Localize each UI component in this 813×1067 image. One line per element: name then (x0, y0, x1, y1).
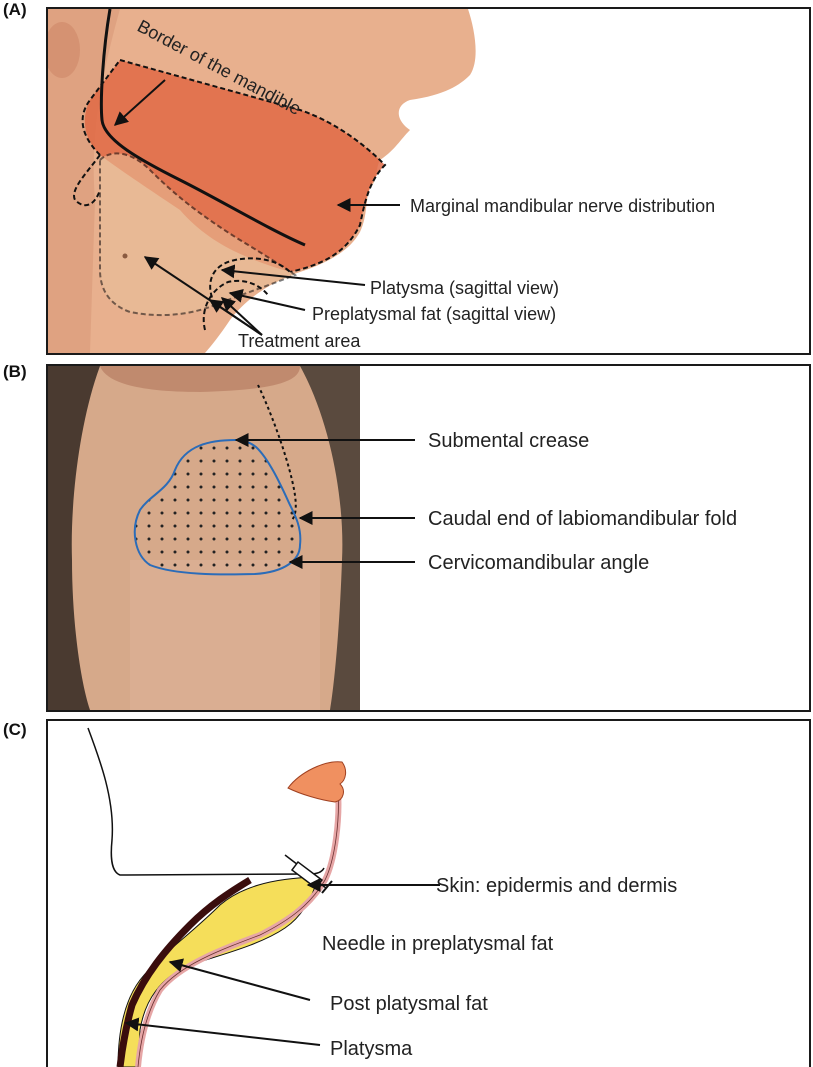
platysma-label: Platysma (330, 1038, 413, 1060)
nerve-distribution-label: Marginal mandibular nerve distribution (410, 196, 715, 216)
platysma-sagittal-label: Platysma (sagittal view) (370, 278, 559, 298)
needle-label: Needle in preplatysmal fat (322, 933, 554, 955)
chin-outline (88, 728, 324, 875)
cervicomandibular-angle-label: Cervicomandibular angle (428, 552, 649, 574)
treatment-area-label: Treatment area (238, 331, 361, 351)
post-platysmal-fat-label: Post platysmal fat (330, 993, 488, 1015)
lip-shape (288, 762, 346, 802)
ear (44, 22, 80, 78)
submental-crease-label: Submental crease (428, 430, 589, 452)
skin-layer-label: Skin: epidermis and dermis (436, 875, 677, 897)
panel-c-illustration (88, 728, 346, 1067)
preplatysmal-fat-label: Preplatysmal fat (sagittal view) (312, 304, 556, 324)
labiomandibular-fold-label: Caudal end of labiomandibular fold (428, 508, 737, 530)
panel-a-illustration (44, 9, 476, 353)
